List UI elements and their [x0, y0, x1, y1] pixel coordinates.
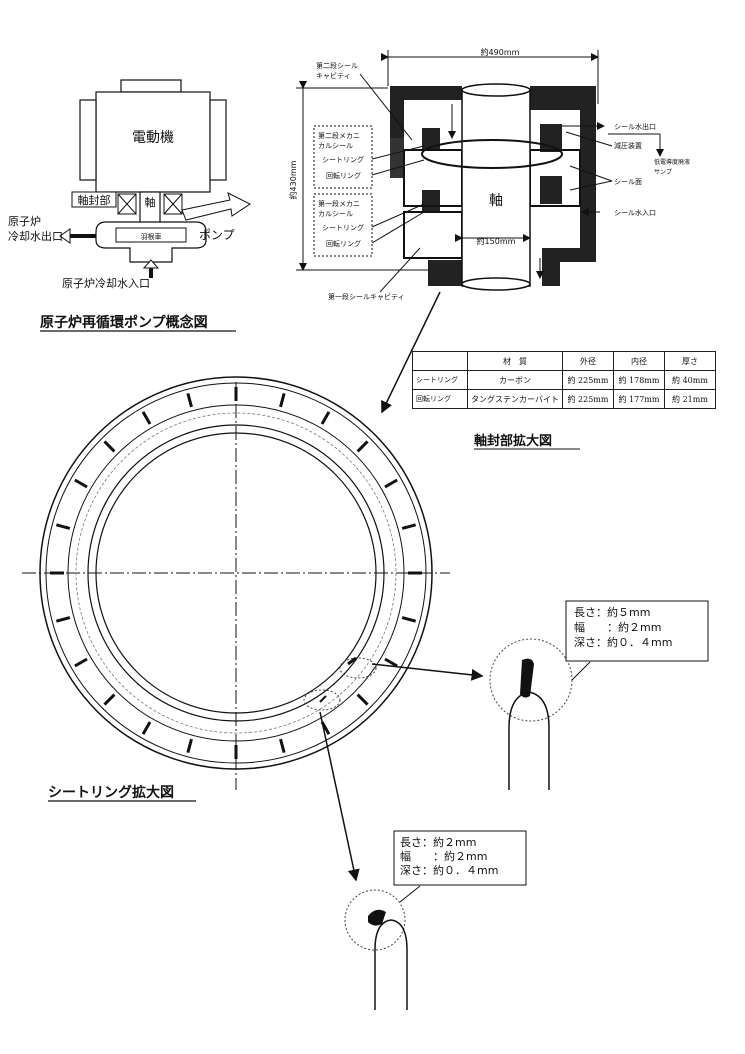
ring-notches — [50, 387, 422, 759]
table-cell: 回転リング — [412, 389, 468, 409]
table-row: シートリング カーボン 約 225mm 約 178mm 約 40mm — [412, 370, 716, 390]
spec-header-thickness: 厚さ — [664, 351, 716, 371]
defect-2-detail: 長さ：約２mm 幅 ：約２mm 深さ：約０．４mm — [319, 711, 527, 1010]
defect2-depth: 深さ：約０．４mm — [400, 863, 498, 877]
defect1-width: 幅 ：約２mm — [574, 620, 661, 634]
second-cavity-label-1: 第二段シール — [316, 61, 358, 70]
table-cell: 約 178mm — [613, 370, 665, 390]
table-cell: タングステンカーバイト — [467, 389, 563, 409]
seal-detail-title: 軸封部拡大図 — [474, 433, 552, 449]
spec-table: 材 質 外径 内径 厚さ シートリング カーボン 約 225mm 約 178mm… — [412, 351, 716, 409]
box2-seat-ring: シートリング — [322, 155, 364, 164]
outlet-label-1: 原子炉 — [8, 215, 41, 228]
outlet-label-2: 冷却水出口 — [8, 229, 63, 243]
ring-notch — [384, 657, 398, 668]
ring-notch — [55, 616, 71, 623]
box2-title-1: 第二段メカニ — [318, 131, 360, 140]
table-row: 回転リング タングステンカーバイト 約 225mm 約 177mm 約 21mm — [412, 389, 716, 409]
table-cell: 約 225mm — [562, 370, 614, 390]
box1-title-2: カルシール — [318, 210, 353, 218]
width-dimension: 約490mm — [481, 47, 520, 57]
table-cell: 約 225mm — [562, 389, 614, 409]
defect2-width: 幅 ：約２mm — [400, 849, 487, 863]
ring-notch — [103, 440, 116, 453]
spec-header-blank — [412, 351, 468, 371]
table-cell: 約 177mm — [613, 389, 665, 409]
box2-title-2: カルシール — [318, 142, 353, 150]
defect2-length: 長さ：約２mm — [400, 835, 476, 849]
seal-water-outlet-label: シール水出口 — [614, 122, 656, 131]
impeller-label: 羽根車 — [141, 232, 162, 241]
ring-notch — [384, 478, 398, 489]
seal-face-label: シール面 — [614, 178, 642, 186]
defect-1-detail: 長さ：約５mm 幅 ：約２mm 深さ：約０．４mm — [371, 600, 709, 790]
box2-rotating-ring: 回転リング — [326, 171, 361, 180]
table-cell: 約 21mm — [664, 389, 716, 409]
defect1-length: 長さ：約５mm — [574, 605, 650, 619]
ring-notch — [141, 411, 152, 425]
pump-concept-title: 原子炉再循環ポンプ概念図 — [40, 314, 208, 331]
ring-notch — [141, 721, 152, 735]
second-cavity-label-2: キャビティ — [316, 71, 351, 80]
ring-notch — [320, 411, 331, 425]
seal-part-label: 軸封部 — [78, 193, 111, 207]
ring-notch — [279, 738, 286, 754]
ring-notch — [74, 478, 88, 489]
ring-notch — [103, 693, 116, 706]
motor-box — [95, 91, 211, 193]
first-cavity-label: 第一段シールキャビティ — [328, 292, 405, 301]
ring-notch — [186, 738, 193, 754]
seal-detail-diagram: 約490mm 約430mm 軸 約150mm — [288, 47, 690, 450]
table-cell: シートリング — [412, 370, 468, 390]
seat-ring-title: シートリング拡大図 — [48, 784, 174, 801]
pointer-arrow — [381, 291, 441, 414]
height-dimension: 約430mm — [288, 160, 298, 199]
shaft — [461, 89, 531, 287]
motor-label: 電動機 — [132, 130, 174, 146]
box1-seat-ring: シートリング — [322, 223, 364, 232]
table-cell: カーボン — [467, 370, 563, 390]
shaft-dimension: 約150mm — [477, 236, 516, 246]
spec-header-material: 材 質 — [467, 351, 563, 371]
spec-header-inner: 内径 — [613, 351, 665, 371]
defect1-depth: 深さ：約０．４mm — [574, 635, 672, 649]
ring-notch — [186, 392, 193, 408]
table-cell: 約 40mm — [664, 370, 716, 390]
low-conductivity-label-2: サンプ — [654, 169, 672, 176]
seat-ring-diagram: シートリング拡大図 — [22, 376, 450, 802]
ring-notch — [55, 523, 71, 530]
ring-notch — [356, 440, 369, 453]
ring-notch — [401, 616, 417, 623]
shaft-label: 軸 — [145, 195, 156, 209]
ring-notch — [74, 657, 88, 668]
pressure-reducer-label: 減圧装置 — [614, 141, 642, 150]
low-conductivity-label-1: 低電導度廃液 — [654, 158, 690, 166]
inlet-label: 原子炉冷却水入口 — [62, 277, 150, 290]
ring-notch — [401, 523, 417, 530]
ring-notch — [356, 693, 369, 706]
ring-notch — [279, 392, 286, 408]
pump-label: ポンプ — [199, 228, 235, 242]
spec-header-outer: 外径 — [562, 351, 614, 371]
seal-water-inlet-label: シール水入口 — [614, 208, 656, 217]
spec-table-header: 材 質 外径 内径 厚さ — [412, 351, 716, 371]
shaft-text: 軸 — [489, 193, 503, 209]
box1-rotating-ring: 回転リング — [326, 239, 361, 248]
pump-concept-diagram: 電動機 軸 軸封部 羽根車 原子炉 冷却水出口 原子炉冷却水入口 ポンプ 原子炉… — [8, 79, 251, 332]
box1-title-1: 第一段メカニ — [318, 199, 360, 208]
